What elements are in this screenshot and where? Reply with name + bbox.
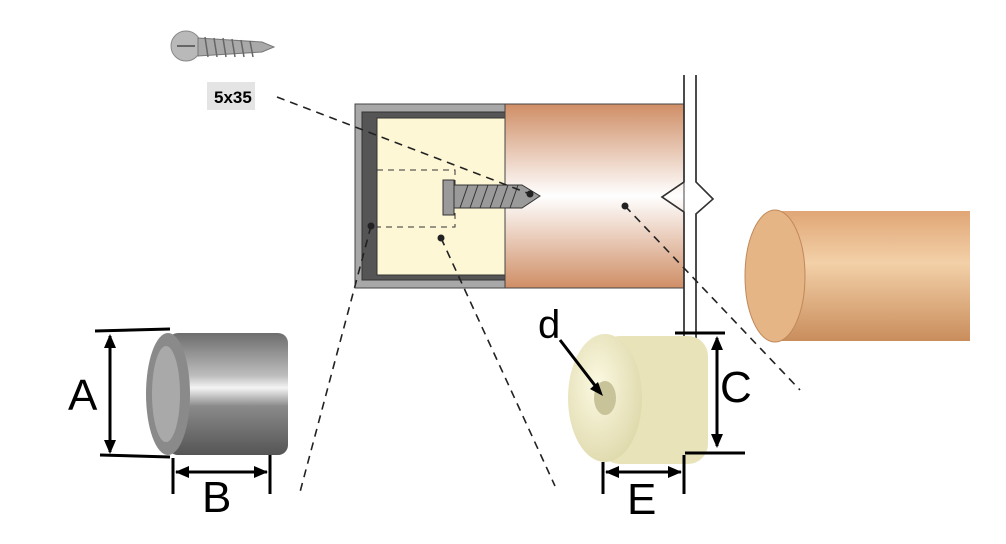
dimension-label-d: d bbox=[538, 303, 560, 347]
nylon-spacer bbox=[568, 334, 708, 464]
wooden-rod bbox=[744, 209, 970, 343]
break-lines bbox=[660, 75, 715, 340]
leader-dots bbox=[367, 190, 629, 242]
screw-size-label: 5x35 bbox=[214, 88, 252, 107]
metal-cap bbox=[146, 333, 288, 455]
dimension-label-e: E bbox=[627, 475, 656, 524]
arrowheads bbox=[104, 334, 723, 478]
dimension-label-c: C bbox=[720, 363, 752, 412]
leader-lines bbox=[276, 96, 801, 493]
dimension-label-a: A bbox=[68, 371, 98, 420]
dimension-label-b: B bbox=[202, 473, 231, 522]
screw-icon bbox=[170, 30, 276, 62]
screw-section bbox=[442, 179, 541, 216]
screw-size-badge bbox=[207, 82, 255, 110]
